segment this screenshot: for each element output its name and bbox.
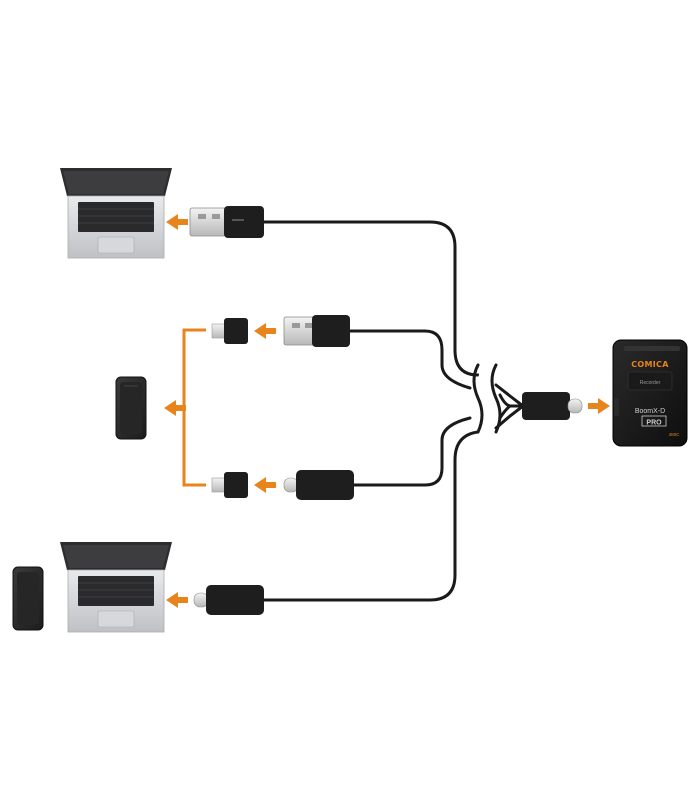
cable-break-gap bbox=[478, 365, 496, 433]
laptop-top-trackpad bbox=[97, 236, 135, 254]
device-edition-box bbox=[641, 415, 667, 427]
usb-a-plug-lightning bbox=[283, 315, 350, 347]
cable-group bbox=[260, 220, 525, 602]
usb-c-plug-lightning bbox=[283, 470, 354, 500]
cable-break-symbol bbox=[472, 363, 502, 434]
arrow-to-lightning-top bbox=[254, 323, 276, 339]
device-badge-label: 4MIC bbox=[669, 432, 681, 437]
arrow-to-phone bbox=[164, 400, 186, 416]
lightning-adapter-top bbox=[211, 318, 248, 344]
usb-a-plug-top bbox=[189, 206, 264, 238]
laptop-bottom-keyboard-icon bbox=[78, 576, 154, 606]
cable-usb-c-bottom bbox=[260, 430, 480, 602]
arrow-to-laptop-top bbox=[166, 214, 188, 230]
cable-usb-c-lightning bbox=[350, 416, 472, 487]
device-screen bbox=[627, 371, 673, 391]
device-port bbox=[614, 398, 619, 416]
laptop-top bbox=[60, 168, 172, 259]
arrow-to-device bbox=[588, 398, 610, 414]
receiver-device: COMICA Recorder BoomX-D PRO 4MIC bbox=[612, 339, 688, 447]
laptop-bottom-trackpad bbox=[97, 610, 135, 628]
cable-usb-a-lightning bbox=[346, 329, 472, 390]
usb-c-plug-device bbox=[522, 392, 583, 420]
device-brand-label: COMICA bbox=[631, 360, 669, 369]
cable-usb-a-top bbox=[260, 220, 480, 377]
arrow-to-lightning-bottom bbox=[254, 477, 276, 493]
arrow-to-laptop-bottom bbox=[166, 592, 188, 608]
laptop-top-keyboard-icon bbox=[78, 202, 154, 232]
usb-c-plug-bottom bbox=[193, 585, 264, 615]
device-screen-label: Recorder bbox=[640, 380, 661, 386]
usb-symbol-icon bbox=[232, 219, 244, 221]
laptop-bottom bbox=[60, 542, 172, 633]
bracket-to-phone bbox=[182, 328, 206, 487]
phone-middle bbox=[115, 376, 147, 440]
phone-bottom bbox=[12, 566, 44, 631]
device-edition-label: PRO bbox=[646, 420, 662, 427]
lightning-adapter-bottom bbox=[211, 472, 248, 498]
device-model-label: BoomX-D bbox=[635, 408, 665, 415]
